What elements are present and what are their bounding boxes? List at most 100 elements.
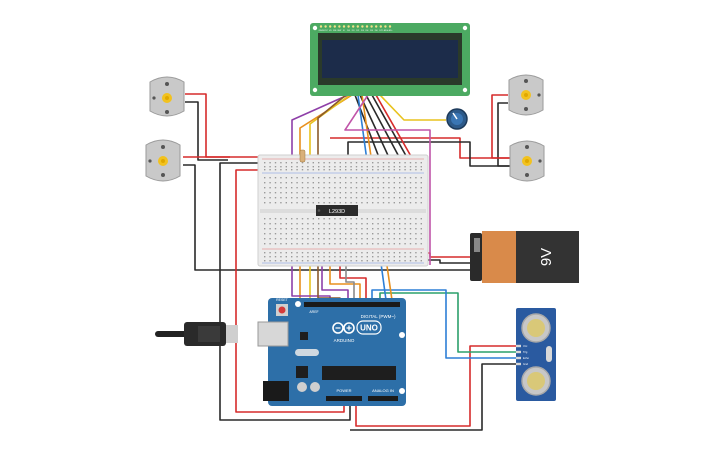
- breadboard-hole: [361, 256, 363, 258]
- lcd-pin-label: D2: [356, 30, 360, 32]
- breadboard-hole: [382, 202, 385, 204]
- battery-9v: 9V: [470, 231, 579, 283]
- lcd-mount-hole-bl: [312, 87, 318, 93]
- breadboard-hole: [296, 197, 298, 199]
- breadboard-hole: [318, 238, 320, 240]
- breadboard-hole: [323, 169, 325, 171]
- breadboard-hole: [420, 233, 422, 235]
- breadboard-hole: [350, 169, 352, 171]
- breadboard-hole: [415, 256, 417, 258]
- breadboard-hole: [345, 256, 347, 258]
- reset-button-cap[interactable]: [278, 306, 286, 314]
- breadboard-hole: [366, 252, 368, 254]
- breadboard-hole: [339, 233, 341, 235]
- breadboard-hole: [328, 218, 331, 220]
- breadboard-hole: [312, 233, 314, 235]
- breadboard-hole: [409, 169, 412, 171]
- breadboard-hole: [269, 233, 271, 235]
- breadboard-hole: [274, 166, 277, 168]
- breadboard-hole: [409, 218, 412, 220]
- lcd-mount-hole-tr: [462, 25, 468, 31]
- breadboard-hole: [415, 238, 417, 240]
- breadboard-hole: [301, 187, 304, 189]
- breadboard-hole: [393, 218, 395, 220]
- breadboard-hole: [355, 260, 358, 262]
- breadboard-hole: [372, 218, 374, 220]
- breadboard-hole: [285, 202, 287, 204]
- breadboard-hole: [264, 202, 266, 204]
- breadboard-hole: [372, 177, 374, 179]
- breadboard-hole: [334, 252, 336, 254]
- breadboard-hole: [366, 166, 368, 168]
- lcd-pin: [319, 25, 323, 28]
- breadboard-hole: [312, 187, 314, 189]
- breadboard-hole: [301, 218, 304, 220]
- breadboard-hole: [328, 177, 331, 179]
- breadboard-hole: [274, 256, 277, 258]
- breadboard-hole: [366, 162, 368, 164]
- breadboard-hole: [366, 202, 368, 204]
- dc-motor-top-left: [149, 76, 185, 117]
- breadboard-hole: [334, 256, 336, 258]
- breadboard-hole: [420, 187, 422, 189]
- breadboard-hole: [334, 238, 336, 240]
- lcd-pin: [379, 25, 382, 28]
- breadboard-hole: [372, 192, 374, 194]
- breadboard-hole: [345, 218, 347, 220]
- breadboard-hole: [307, 223, 309, 225]
- lcd-pin-label: D4: [366, 30, 370, 32]
- breadboard-hole: [415, 166, 417, 168]
- breadboard-hole: [415, 197, 417, 199]
- breadboard-hole: [409, 233, 412, 235]
- breadboard-hole: [399, 177, 401, 179]
- breadboard-hole: [269, 177, 271, 179]
- breadboard-hole: [328, 202, 331, 204]
- breadboard-hole: [280, 187, 282, 189]
- atmega-chip: [322, 366, 396, 380]
- lcd-pin: [361, 25, 364, 28]
- breadboard-hole: [323, 218, 325, 220]
- reset-label: RESET: [276, 298, 289, 302]
- breadboard-hole: [296, 182, 298, 184]
- breadboard-hole: [296, 177, 298, 179]
- breadboard-hole: [269, 162, 271, 164]
- lcd-pin: [370, 25, 373, 28]
- breadboard-hole: [269, 238, 271, 240]
- breadboard-hole: [339, 182, 341, 184]
- breadboard-hole: [404, 218, 406, 220]
- breadboard-hole: [382, 162, 385, 164]
- breadboard-hole: [361, 182, 363, 184]
- breadboard-hole: [318, 166, 320, 168]
- breadboard-hole: [382, 233, 385, 235]
- breadboard-hole: [366, 256, 368, 258]
- breadboard-hole: [393, 256, 395, 258]
- breadboard-hole: [312, 252, 314, 254]
- breadboard-hole: [291, 238, 293, 240]
- breadboard-hole: [291, 162, 293, 164]
- breadboard-hole: [334, 166, 336, 168]
- breadboard-hole: [264, 169, 266, 171]
- breadboard-hole: [345, 182, 347, 184]
- breadboard-hole: [264, 218, 266, 220]
- breadboard-hole: [350, 192, 352, 194]
- breadboard-hole: [355, 162, 358, 164]
- breadboard-hole: [318, 243, 320, 245]
- breadboard-hole: [328, 233, 331, 235]
- breadboard-hole: [361, 166, 363, 168]
- breadboard-hole: [264, 243, 266, 245]
- breadboard-hole: [388, 182, 390, 184]
- lcd-pin-label: RS: [333, 30, 337, 32]
- breadboard-hole: [334, 197, 336, 199]
- potentiometer[interactable]: [446, 108, 468, 130]
- breadboard-hole: [420, 166, 422, 168]
- breadboard-hole: [388, 243, 390, 245]
- breadboard-hole: [274, 260, 277, 262]
- lcd-pin: [388, 25, 392, 28]
- breadboard-hole: [334, 182, 336, 184]
- breadboard-hole: [372, 202, 374, 204]
- breadboard-holes: [264, 162, 422, 262]
- breadboard-hole: [339, 218, 341, 220]
- breadboard-hole: [291, 228, 293, 230]
- breadboard-hole: [291, 252, 293, 254]
